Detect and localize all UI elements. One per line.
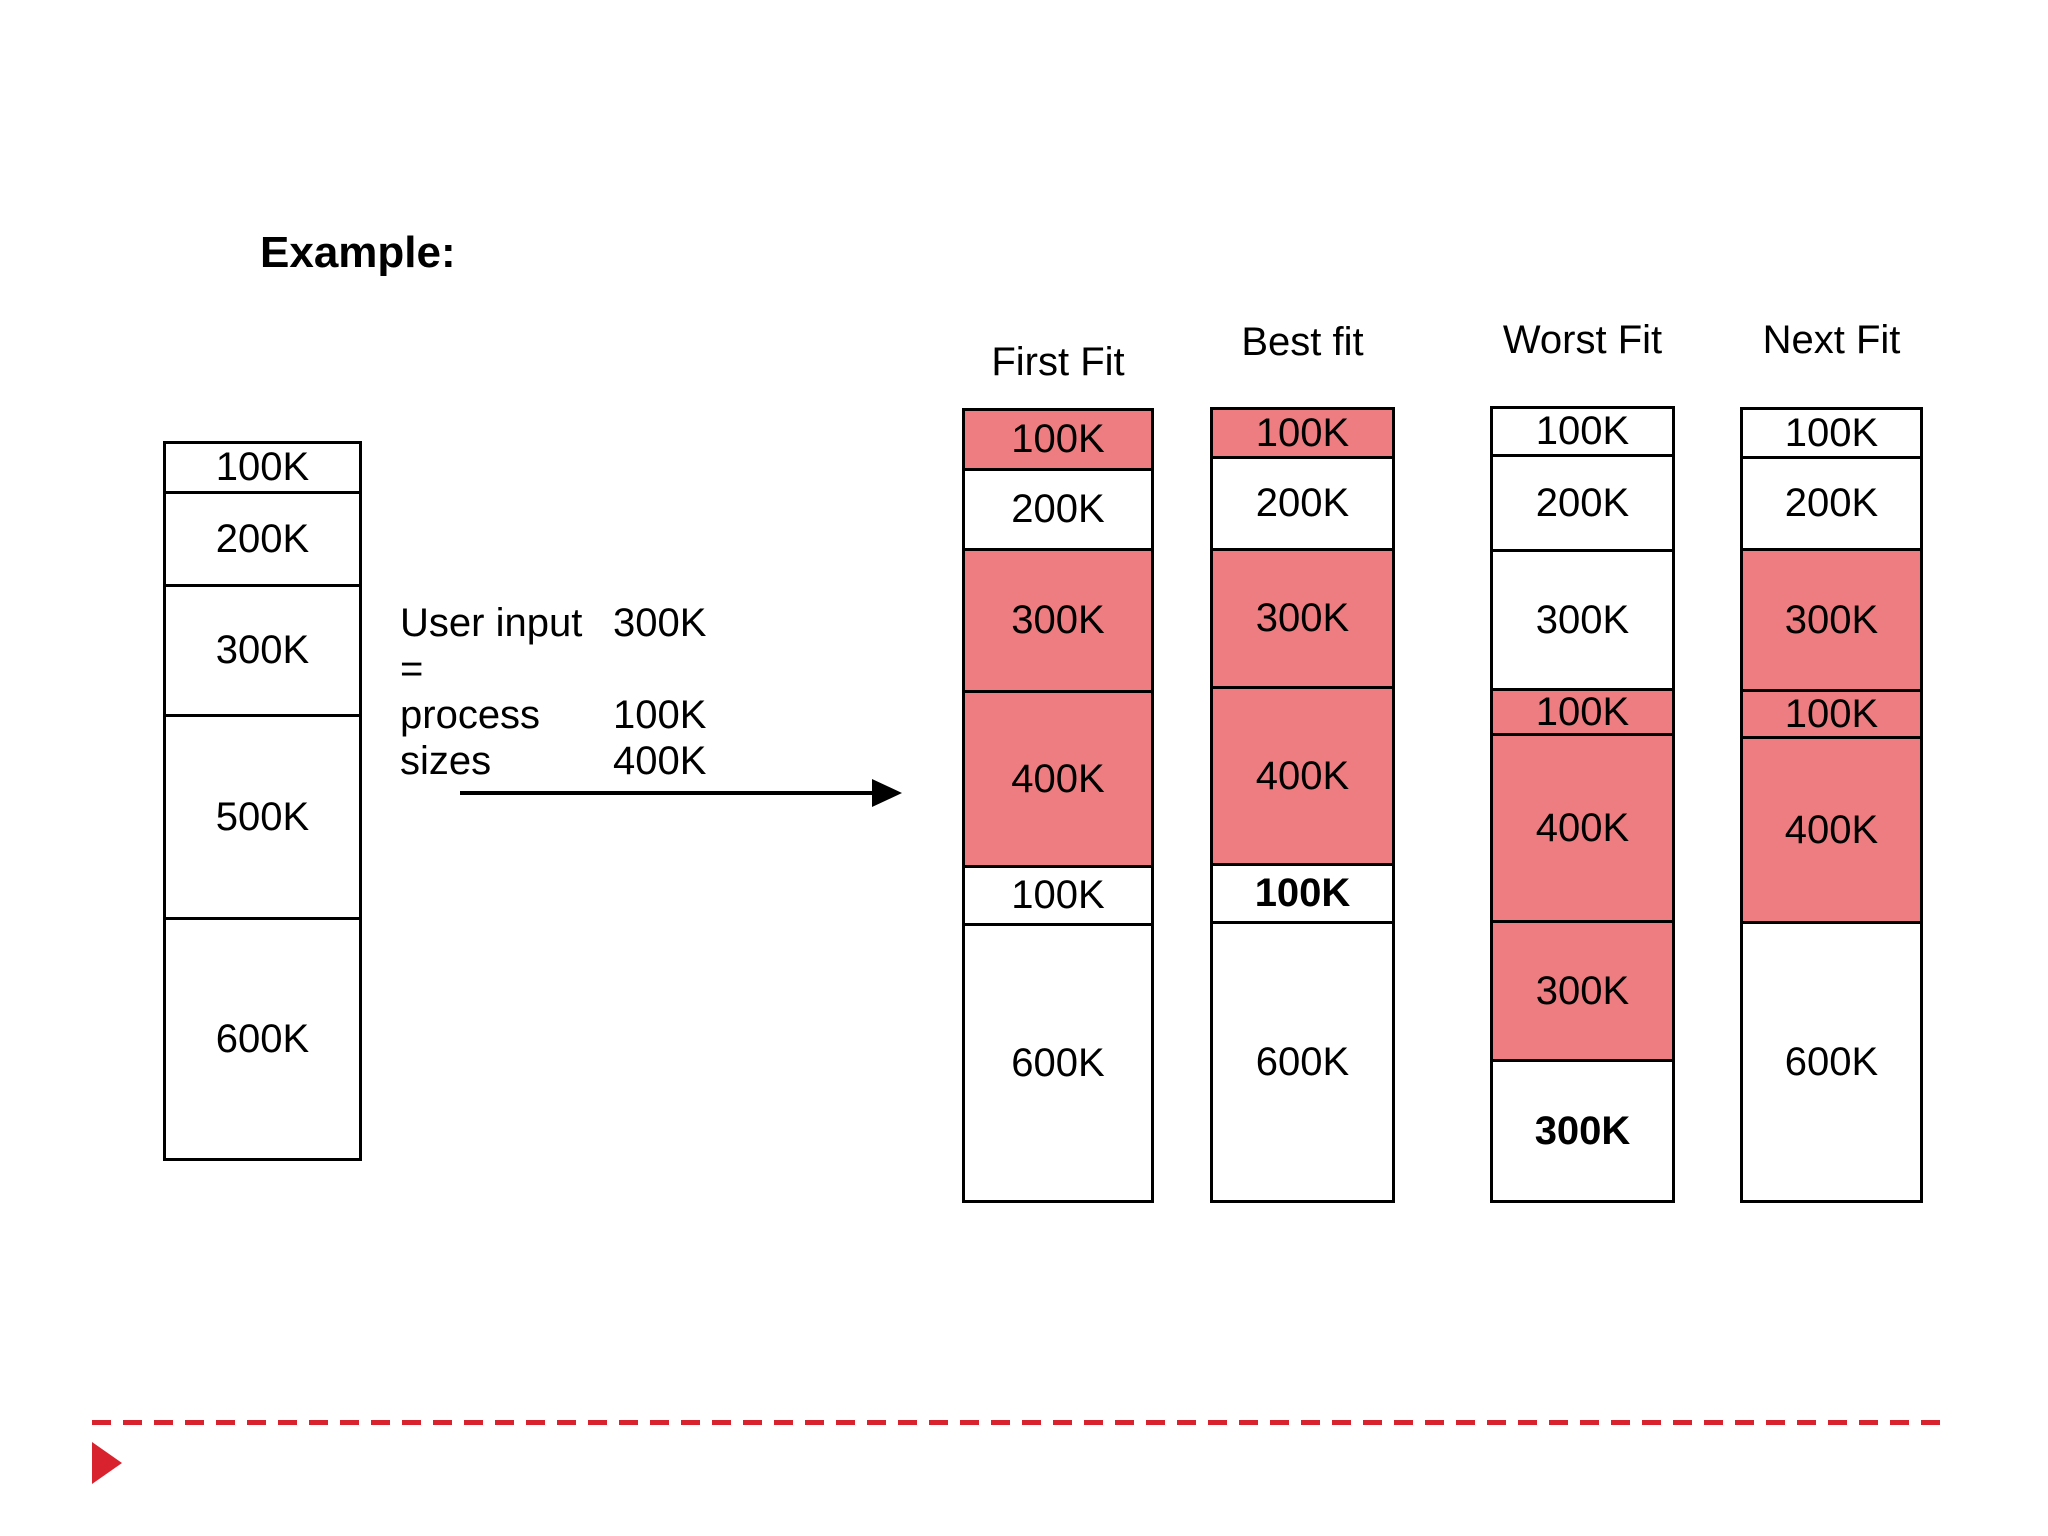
memory-block-free: 200K bbox=[1213, 456, 1392, 548]
memory-block-free: 600K bbox=[166, 917, 359, 1158]
memory-block-free: 100K bbox=[1743, 410, 1920, 456]
memory-block-allocated: 400K bbox=[1743, 736, 1920, 921]
memory-block-free: 100K bbox=[1213, 863, 1392, 921]
strategy-column-first-fit: 100K 200K 300K 400K 100K 600K bbox=[962, 408, 1154, 1203]
memory-block-allocated: 400K bbox=[965, 690, 1151, 865]
block-label: 100K bbox=[1011, 873, 1105, 917]
memory-block-free: 600K bbox=[1743, 921, 1920, 1200]
memory-block-allocated: 100K bbox=[1213, 410, 1392, 456]
memory-block-free: 300K bbox=[166, 584, 359, 714]
block-label: 100K bbox=[1254, 871, 1351, 915]
block-label: 100K bbox=[1011, 417, 1105, 461]
block-label: 300K bbox=[1784, 597, 1879, 642]
block-label: 300K bbox=[1534, 1108, 1631, 1153]
process-info-block: User input = 300K process 100K sizes 400… bbox=[400, 600, 706, 784]
block-label: 300K bbox=[1255, 596, 1350, 640]
block-label: 400K bbox=[1535, 805, 1630, 850]
block-label: 300K bbox=[1011, 598, 1105, 642]
block-label: 200K bbox=[1535, 480, 1630, 525]
block-label: 200K bbox=[1255, 481, 1350, 525]
memory-block-free: 100K bbox=[965, 865, 1151, 923]
block-label: 400K bbox=[1255, 753, 1350, 798]
memory-block-free: 500K bbox=[166, 714, 359, 917]
block-label: 100K bbox=[1535, 689, 1630, 734]
block-label: 100K bbox=[1535, 409, 1630, 453]
memory-block-free: 200K bbox=[965, 468, 1151, 548]
block-label: 300K bbox=[215, 628, 310, 672]
info-row-sizes: sizes 400K bbox=[400, 738, 706, 784]
memory-block-free: 600K bbox=[1213, 921, 1392, 1200]
block-label: 400K bbox=[1011, 756, 1105, 801]
block-label: 100K bbox=[1784, 691, 1879, 736]
memory-block-allocated: 400K bbox=[1493, 733, 1672, 920]
block-label: 600K bbox=[1255, 1039, 1350, 1084]
block-label: 100K bbox=[1255, 410, 1350, 455]
info-row-process: process 100K bbox=[400, 692, 706, 738]
info-label: User input = bbox=[400, 601, 583, 691]
strategy-column-next-fit: 100K 200K 300K 100K 400K 600K bbox=[1740, 407, 1923, 1203]
arrow-line bbox=[460, 791, 872, 795]
block-label: 300K bbox=[1535, 968, 1630, 1013]
memory-block-allocated: 300K bbox=[965, 548, 1151, 690]
strategy-column-worst-fit: 100K 200K 300K 100K 400K 300K 300K bbox=[1490, 406, 1675, 1203]
memory-block-allocated: 300K bbox=[1493, 920, 1672, 1059]
memory-block-allocated: 100K bbox=[1493, 688, 1672, 734]
memory-block-free: 300K bbox=[1493, 1059, 1672, 1200]
info-value: 100K bbox=[613, 693, 707, 737]
strategy-title: First Fit bbox=[991, 340, 1125, 384]
memory-block-free: 300K bbox=[1493, 549, 1672, 688]
memory-block-allocated: 400K bbox=[1213, 686, 1392, 863]
block-label: 200K bbox=[215, 516, 310, 561]
memory-block-allocated: 300K bbox=[1213, 548, 1392, 686]
memory-block-free: 100K bbox=[166, 444, 359, 491]
memory-block-allocated: 100K bbox=[965, 411, 1151, 468]
info-label: sizes bbox=[400, 739, 492, 783]
info-label: process bbox=[400, 693, 541, 737]
block-label: 200K bbox=[1784, 481, 1879, 525]
block-label: 400K bbox=[1784, 807, 1879, 852]
info-value: 400K bbox=[613, 739, 707, 783]
block-label: 100K bbox=[1784, 410, 1879, 455]
strategy-title: Next Fit bbox=[1762, 318, 1901, 362]
block-label: 500K bbox=[215, 794, 310, 839]
strategy-column-best-fit: 100K 200K 300K 400K 100K 600K bbox=[1210, 407, 1395, 1203]
arrow-head-icon bbox=[872, 779, 902, 807]
block-label: 100K bbox=[215, 445, 310, 489]
block-label: 200K bbox=[1011, 487, 1105, 531]
example-title: Example: bbox=[260, 228, 456, 277]
info-value: 300K bbox=[613, 601, 707, 645]
dashed-separator-line bbox=[92, 1420, 1945, 1425]
memory-block-free: 600K bbox=[965, 923, 1151, 1200]
initial-memory-column: 100K 200K 300K 500K 600K bbox=[163, 441, 362, 1161]
info-row-user-input: User input = 300K bbox=[400, 600, 706, 692]
memory-block-free: 200K bbox=[1743, 456, 1920, 548]
block-label: 600K bbox=[1784, 1039, 1879, 1084]
memory-block-free: 100K bbox=[1493, 409, 1672, 454]
red-triangle-icon bbox=[92, 1442, 122, 1484]
block-label: 300K bbox=[1535, 597, 1630, 642]
memory-block-allocated: 100K bbox=[1743, 689, 1920, 736]
strategy-title: Best fit bbox=[1241, 320, 1364, 364]
memory-block-allocated: 300K bbox=[1743, 548, 1920, 689]
memory-block-free: 200K bbox=[166, 491, 359, 584]
strategy-title: Worst Fit bbox=[1502, 318, 1663, 362]
memory-block-free: 200K bbox=[1493, 454, 1672, 549]
block-label: 600K bbox=[1011, 1040, 1105, 1085]
block-label: 600K bbox=[215, 1016, 310, 1061]
